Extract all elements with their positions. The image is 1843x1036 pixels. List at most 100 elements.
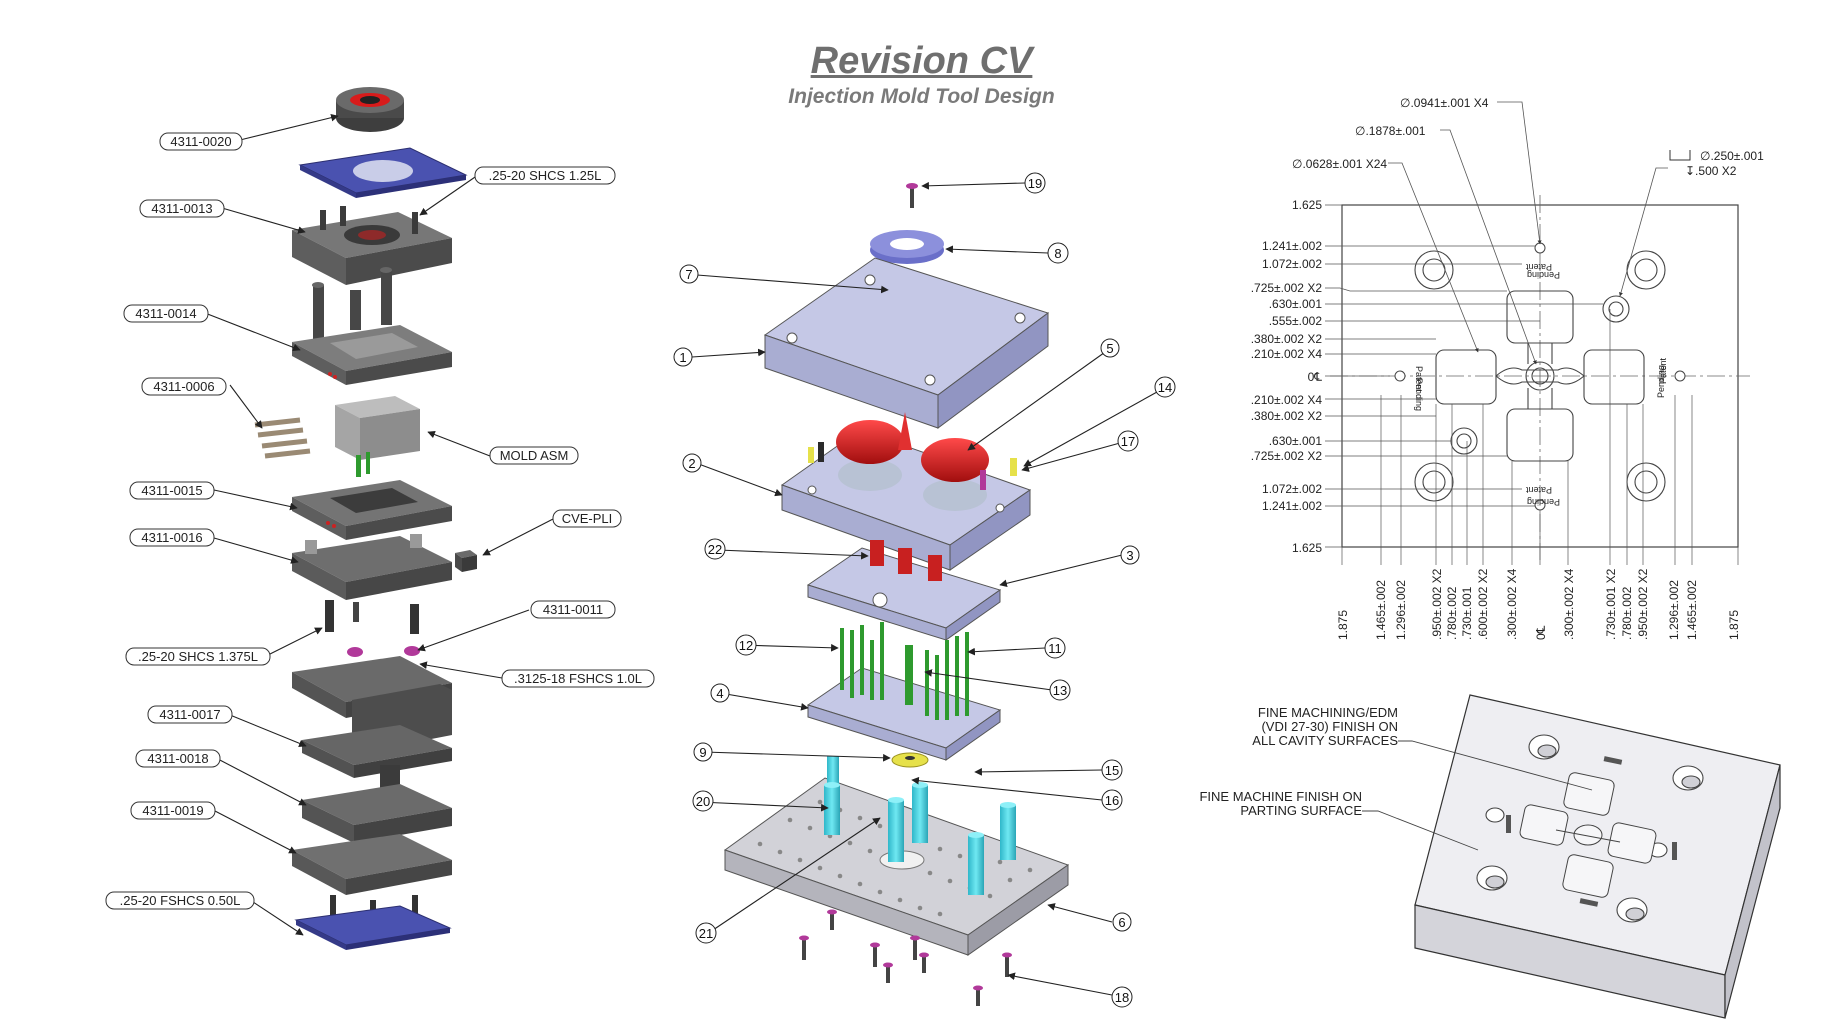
cve-pli-block [455, 550, 477, 572]
left-dimensions: 1.625 1.241±.002 1.072±.002 .725±.002 X2… [1251, 198, 1323, 555]
svg-text:19: 19 [1028, 176, 1042, 191]
svg-text:Patent: Patent [1525, 485, 1552, 495]
balloon-16: 16 [1101, 789, 1123, 811]
support-plate-0017 [302, 725, 452, 790]
cavity-pockets [1435, 290, 1645, 462]
svg-text:Patent: Patent [1658, 357, 1668, 384]
balloon-17: 17 [1117, 430, 1139, 452]
svg-text:1.072±.002: 1.072±.002 [1262, 482, 1322, 496]
svg-text:15: 15 [1105, 763, 1119, 778]
svg-text:.600±.002 X2: .600±.002 X2 [1476, 568, 1490, 640]
gate-pins [1394, 242, 1686, 511]
core-plate-0016 [292, 534, 452, 600]
patent-markings: Patent Pending Patent Pending Patent Pen… [1414, 262, 1668, 507]
guide-pins [312, 267, 392, 340]
blue-clamp-plate [298, 147, 468, 198]
callout-4311-0016: 4311-0016 [129, 528, 215, 547]
balloon-9: 9 [693, 742, 713, 762]
clamp-plate-0019 [292, 834, 452, 922]
balloon-19: 19 [1024, 172, 1046, 194]
note-parting-line2: PARTING SURFACE [1240, 803, 1362, 818]
svg-text:.210±.002 X4: .210±.002 X4 [1251, 393, 1323, 407]
svg-text:1.465±.002: 1.465±.002 [1374, 580, 1388, 640]
svg-text:1.625: 1.625 [1292, 541, 1322, 555]
balloon-8: 8 [1047, 242, 1069, 264]
balloon-13: 13 [1049, 679, 1071, 701]
svg-text:2: 2 [688, 456, 695, 471]
top-clamp-plate [292, 206, 452, 285]
svg-text:.780±.002: .780±.002 [1445, 586, 1459, 640]
balloon-11: 11 [1044, 637, 1066, 659]
svg-text:4311-0015: 4311-0015 [141, 483, 202, 498]
callout-250: ∅.250±.001 [1700, 149, 1764, 163]
svg-text:22: 22 [708, 542, 722, 557]
locating-ring-part [336, 87, 404, 132]
svg-text:13: 13 [1053, 683, 1067, 698]
svg-text:8: 8 [1054, 246, 1061, 261]
finish-notes: FINE MACHINING/EDM (VDI 27-30) FINISH ON… [1199, 705, 1398, 818]
svg-text:.555±.002: .555±.002 [1269, 314, 1323, 328]
spacer-plate-0018 [302, 784, 452, 843]
svg-text:Pending: Pending [1656, 365, 1666, 398]
svg-text:.630±.001: .630±.001 [1269, 297, 1323, 311]
svg-text:1.296±.002: 1.296±.002 [1394, 580, 1408, 640]
balloon-5: 5 [1100, 338, 1120, 358]
callout-4311-0018: 4311-0018 [135, 749, 221, 768]
note-cavity-line2: (VDI 27-30) FINISH ON [1261, 719, 1398, 734]
callout-4311-0017: 4311-0017 [147, 705, 233, 724]
page-title: Revision CV [810, 40, 1033, 82]
svg-text:4311-0020: 4311-0020 [170, 134, 231, 149]
svg-text:17: 17 [1121, 434, 1135, 449]
balloon-14: 14 [1154, 376, 1176, 398]
svg-text:11: 11 [1048, 641, 1062, 656]
page-subtitle: Injection Mold Tool Design [788, 85, 1055, 108]
svg-text:18: 18 [1115, 990, 1129, 1005]
callout-fshcs-050: .25-20 FSHCS 0.50L [105, 891, 255, 910]
callout-4311-0015: 4311-0015 [129, 481, 215, 500]
svg-text:1.625: 1.625 [1292, 198, 1322, 212]
note-cavity-line1: FINE MACHINING/EDM [1258, 705, 1398, 720]
svg-text:5: 5 [1106, 341, 1113, 356]
callout-4311-0013: 4311-0013 [139, 199, 225, 218]
svg-text:1.465±.002: 1.465±.002 [1685, 580, 1699, 640]
balloon-6: 6 [1112, 912, 1132, 932]
svg-text:4311-0013: 4311-0013 [151, 201, 212, 216]
svg-text:.3125-18 FSHCS 1.0L: .3125-18 FSHCS 1.0L [514, 671, 642, 686]
callout-fshcs-10: .3125-18 FSHCS 1.0L [501, 669, 655, 688]
svg-text:7: 7 [685, 267, 692, 282]
svg-text:.25-20 SHCS 1.25L: .25-20 SHCS 1.25L [489, 168, 602, 183]
svg-text:1: 1 [679, 350, 686, 365]
svg-text:1.241±.002: 1.241±.002 [1262, 239, 1322, 253]
svg-text:.950±.002 X2: .950±.002 X2 [1636, 568, 1650, 640]
callout-0628: ∅.0628±.001 X24 [1292, 157, 1387, 171]
svg-text:4311-0014: 4311-0014 [135, 306, 196, 321]
svg-text:4311-0011: 4311-0011 [543, 602, 603, 617]
svg-text:6: 6 [1118, 915, 1125, 930]
svg-text:.380±.002 X2: .380±.002 X2 [1251, 332, 1323, 346]
balloon-15: 15 [1101, 759, 1123, 781]
plate-3 [806, 540, 1002, 641]
svg-text:.780±.002: .780±.002 [1620, 586, 1634, 640]
svg-text:21: 21 [699, 926, 713, 941]
balloons: 19 8 7 1 5 14 2 17 22 3 12 11 13 4 9 15 … [673, 172, 1176, 1008]
shcs-screws-1375 [325, 600, 419, 634]
svg-text:4311-0019: 4311-0019 [142, 803, 203, 818]
plate-1 [763, 257, 1050, 429]
svg-text:MOLD ASM: MOLD ASM [500, 448, 569, 463]
callout-500: ↧.500 X2 [1685, 164, 1737, 178]
svg-text:.725±.002 X2: .725±.002 X2 [1251, 449, 1323, 463]
svg-text:1.875: 1.875 [1336, 610, 1350, 640]
balloon-1: 1 [673, 347, 693, 367]
svg-text:.725±.002 X2: .725±.002 X2 [1251, 281, 1323, 295]
balloon-18: 18 [1111, 986, 1133, 1008]
callout-shcs-1375: .25-20 SHCS 1.375L [125, 647, 271, 666]
callout-0941: ∅.0941±.001 X4 [1400, 96, 1489, 110]
gate-inserts [1506, 756, 1677, 907]
svg-text:Patent: Patent [1525, 262, 1552, 272]
svg-text:Patent: Patent [1414, 366, 1424, 393]
frame-plate-0014 [292, 325, 452, 385]
svg-text:4311-0018: 4311-0018 [147, 751, 208, 766]
ejector-plate-0011 [292, 646, 452, 752]
svg-text:1.875: 1.875 [1727, 610, 1741, 640]
